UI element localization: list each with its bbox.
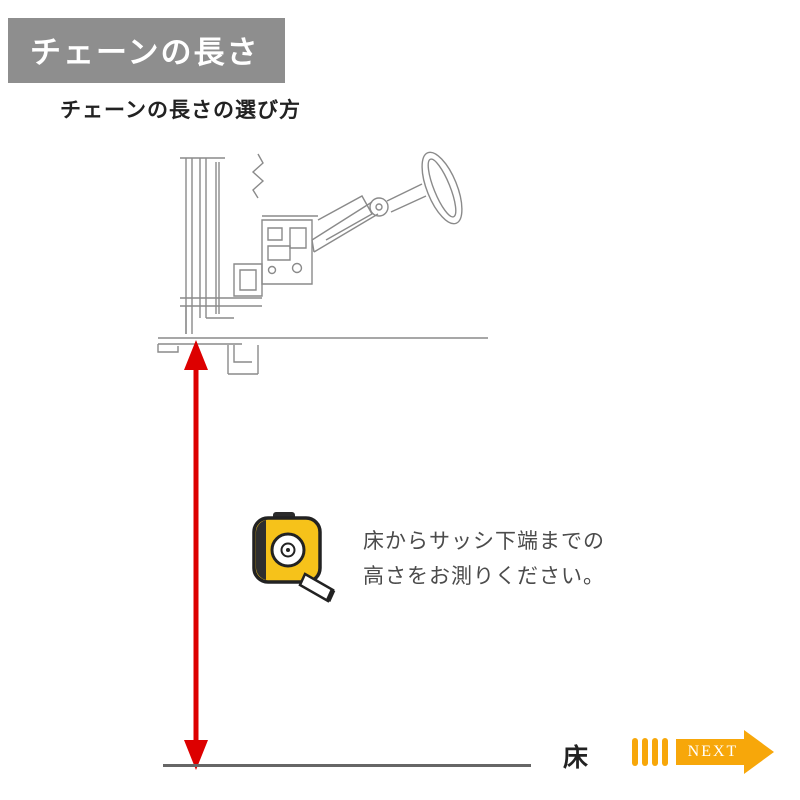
- page-title: チェーンの長さ: [8, 18, 286, 83]
- next-arrow-icon: NEXT: [676, 730, 774, 774]
- floor-line: [163, 764, 531, 767]
- window-sash-diagram: [150, 148, 500, 383]
- instruction-text: 床からサッシ下端までの 高さをお測りください。: [363, 524, 605, 594]
- floor-label: 床: [563, 744, 589, 772]
- section-subtitle: チェーンの長さの選び方: [60, 99, 301, 122]
- next-button[interactable]: NEXT: [632, 730, 774, 774]
- instruction-line-2: 高さをお測りください。: [363, 565, 605, 588]
- instruction-line-1: 床からサッシ下端までの: [363, 530, 605, 553]
- next-speed-bars-icon: [632, 738, 668, 766]
- next-label: NEXT: [687, 743, 739, 760]
- tape-measure-icon: [245, 510, 345, 613]
- measurement-arrow: [178, 338, 214, 777]
